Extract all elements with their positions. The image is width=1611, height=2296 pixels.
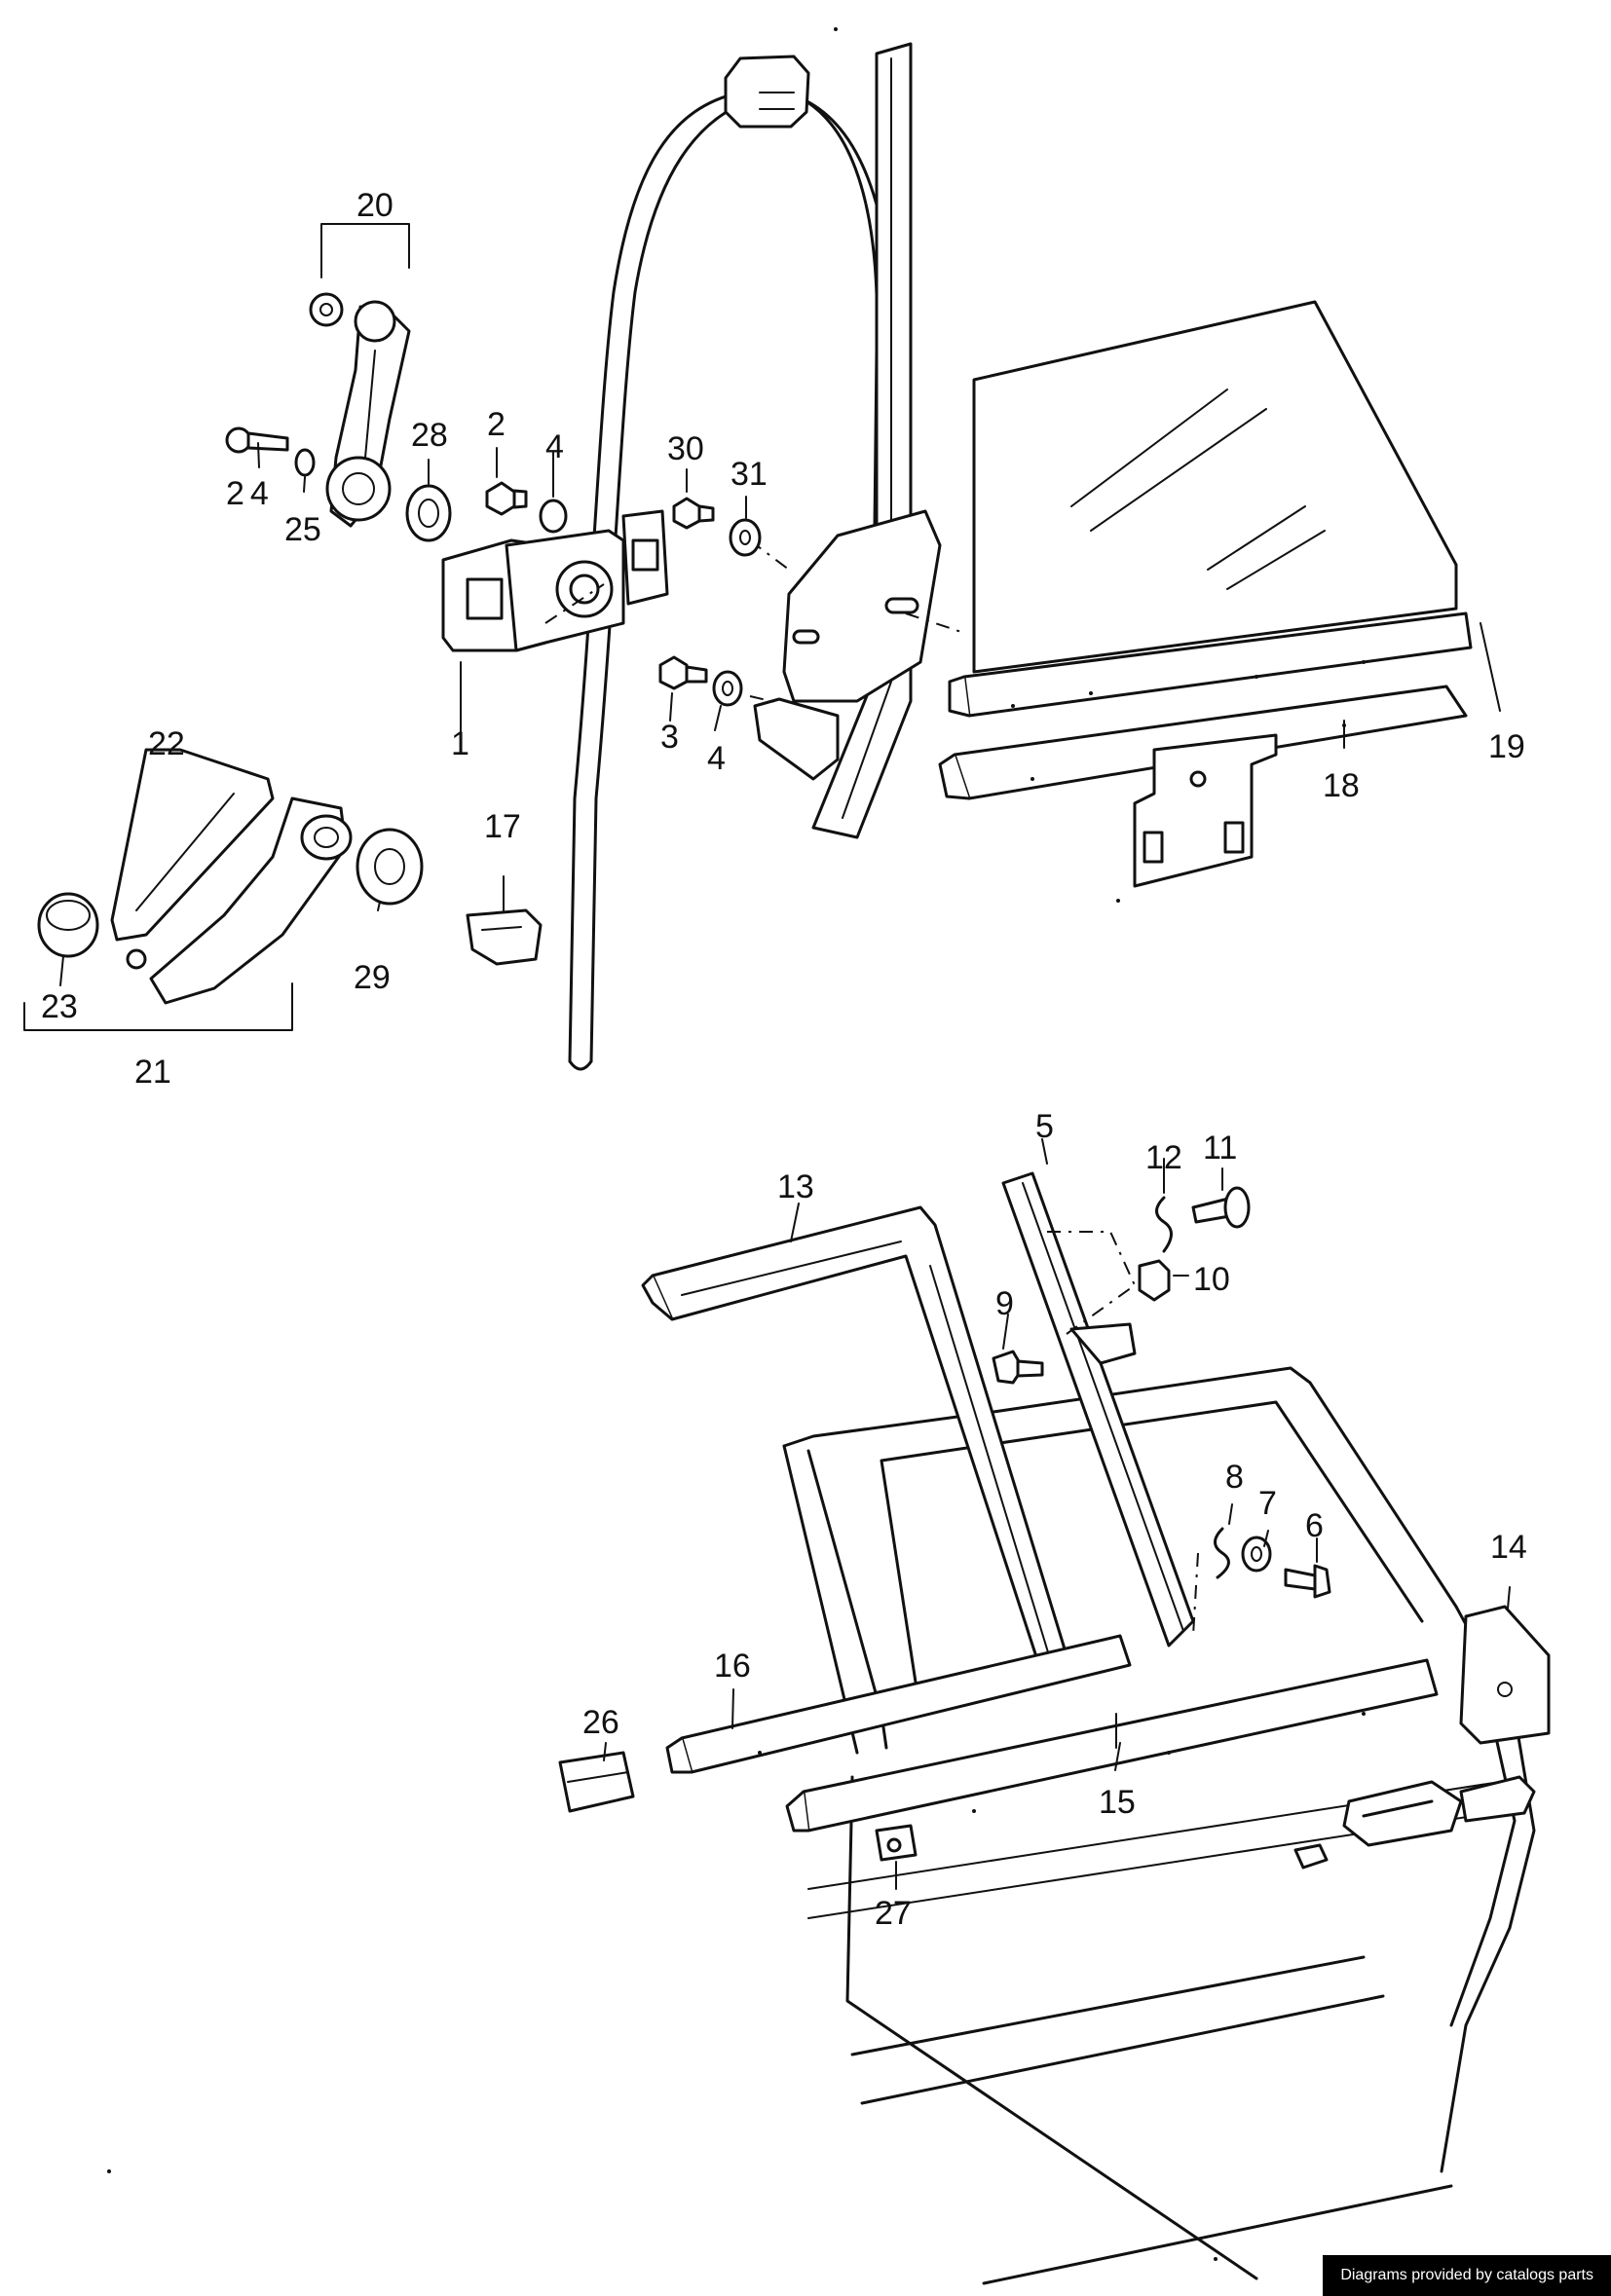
callout-3: 3 xyxy=(660,719,679,756)
callout-30: 30 xyxy=(667,430,704,467)
washer-4-upper xyxy=(539,499,568,534)
leader-lines-upper xyxy=(59,442,1501,986)
glass-carrier-plate xyxy=(753,509,942,781)
washer-7 xyxy=(1241,1536,1272,1573)
dashed-guide-lower xyxy=(1047,1231,1199,1637)
callout-4-lower: 4 xyxy=(707,740,726,777)
callout-25: 25 xyxy=(284,511,321,548)
specks xyxy=(107,27,1366,2261)
screw-11 xyxy=(1191,1186,1251,1229)
bolt-24 xyxy=(225,426,289,454)
regulator-mechanism xyxy=(441,509,669,652)
callout-27: 27 xyxy=(875,1895,912,1932)
callout-9: 9 xyxy=(995,1285,1014,1322)
bracket-20 xyxy=(320,223,410,278)
callout-4-upper: 4 xyxy=(545,428,564,465)
callout-26: 26 xyxy=(582,1704,619,1741)
bushing-28 xyxy=(405,484,452,542)
callout-7: 7 xyxy=(1258,1485,1277,1522)
belt-strip-16 xyxy=(665,1634,1132,1774)
callout-10: 10 xyxy=(1193,1261,1230,1298)
leader-lines-lower xyxy=(603,1138,1511,1890)
callout-21: 21 xyxy=(134,1054,171,1091)
door-glass xyxy=(972,300,1458,674)
washer-4-lower xyxy=(712,670,743,707)
window-seal-strip xyxy=(938,685,1468,888)
cable-pulley-top xyxy=(724,55,810,129)
screw-6 xyxy=(1284,1564,1331,1599)
foam-block-14 xyxy=(1459,1605,1551,1745)
washer-31 xyxy=(729,518,762,557)
callout-23: 23 xyxy=(41,988,78,1025)
callout-18: 18 xyxy=(1323,767,1360,804)
clip-17 xyxy=(466,908,543,966)
callout-16: 16 xyxy=(714,1648,751,1685)
frame-seal-13 xyxy=(641,1205,1068,1677)
callout-labels: 1 2 3 4 4 5 6 7 8 9 10 11 12 13 14 15 16… xyxy=(41,187,1527,1932)
callout-22: 22 xyxy=(148,725,185,762)
clip-8 xyxy=(1214,1527,1230,1579)
clip-12 xyxy=(1155,1196,1173,1253)
washer-25 xyxy=(294,448,316,477)
screw-9 xyxy=(992,1350,1044,1385)
bracket-21 xyxy=(23,982,293,1031)
callout-11: 11 xyxy=(1203,1129,1237,1167)
callout-13: 13 xyxy=(777,1168,814,1205)
callout-31: 31 xyxy=(731,456,768,493)
callout-24: 24 xyxy=(226,475,275,512)
callout-12: 12 xyxy=(1145,1139,1182,1176)
callout-28: 28 xyxy=(411,417,448,454)
callout-8: 8 xyxy=(1225,1459,1244,1496)
window-crank-20 xyxy=(309,292,411,528)
clip-26 xyxy=(558,1751,635,1813)
screw-10 xyxy=(1138,1259,1171,1302)
callout-29: 29 xyxy=(354,959,391,996)
callout-2: 2 xyxy=(487,406,506,443)
callout-19: 19 xyxy=(1488,728,1525,765)
callout-15: 15 xyxy=(1099,1784,1136,1821)
callout-20: 20 xyxy=(356,187,393,224)
clip-27 xyxy=(875,1824,918,1862)
window-crank-21 xyxy=(37,748,353,1005)
door-handle xyxy=(1293,1775,1536,1870)
screw-2 xyxy=(485,481,528,516)
callout-14: 14 xyxy=(1490,1529,1527,1566)
bushing-29 xyxy=(356,828,424,906)
callout-17: 17 xyxy=(484,808,521,845)
callout-1: 1 xyxy=(451,725,469,762)
screw-3 xyxy=(658,655,708,690)
callout-6: 6 xyxy=(1305,1507,1324,1544)
glass-channel-strip xyxy=(948,611,1473,718)
callout-5: 5 xyxy=(1035,1108,1054,1145)
screw-30 xyxy=(672,497,715,530)
credit-banner: Diagrams provided by catalogs parts xyxy=(1323,2255,1611,2296)
